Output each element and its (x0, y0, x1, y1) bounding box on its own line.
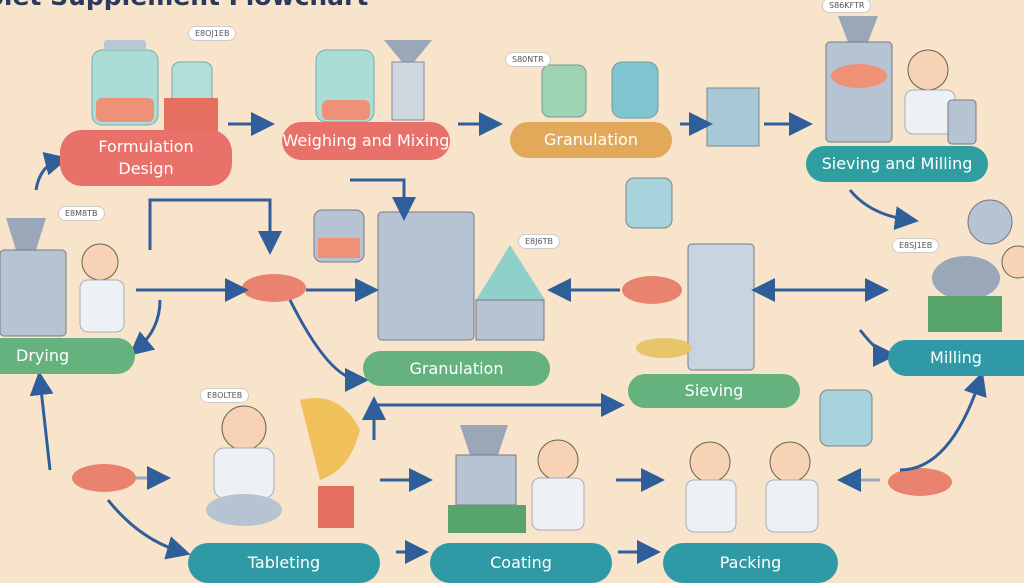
speech-bubble: S86KFTR (822, 0, 872, 13)
speech-bubble: E8SJ1EB (892, 238, 940, 253)
step-sieving: Sieving (628, 374, 800, 408)
speech-bubble: E8J6TB (518, 234, 560, 249)
coating-machine-icon (448, 425, 585, 533)
step-granulation-mid: Granulation (363, 351, 550, 386)
speech-bubble: E8M8TB (58, 206, 105, 221)
tableting-worker-icon (206, 398, 360, 528)
granulator-machine-icon (313, 209, 545, 341)
step-packing: Packing (663, 543, 838, 583)
step-drying: Drying (0, 338, 135, 374)
dryer-machine-icon (0, 218, 125, 337)
packing-workers-icon (685, 389, 873, 533)
step-formulation-design: Formulation Design (60, 130, 232, 186)
page-title: blet Supplement Flowchart (0, 0, 368, 11)
milling-machine-icon (928, 199, 1024, 332)
step-granulation-top: Granulation (510, 122, 672, 158)
flow-arrows (29, 112, 987, 564)
mill-machine-icon (825, 16, 977, 145)
granulation-jars-icon (541, 61, 760, 147)
tablet-icon (72, 274, 952, 496)
sieve-machine-icon (625, 177, 755, 371)
step-coating: Coating (430, 543, 612, 583)
step-tableting: Tableting (188, 543, 380, 583)
step-sieving-milling: Sieving and Milling (806, 146, 988, 182)
step-milling: Milling (888, 340, 1024, 376)
speech-bubble: E8OJ1EB (188, 26, 237, 41)
mixer-icon (315, 40, 432, 123)
speech-bubble: E8OLTEB (200, 388, 250, 403)
step-weighing-mixing: Weighing and Mixing (282, 122, 450, 160)
speech-bubble: S80NTR (505, 52, 551, 67)
